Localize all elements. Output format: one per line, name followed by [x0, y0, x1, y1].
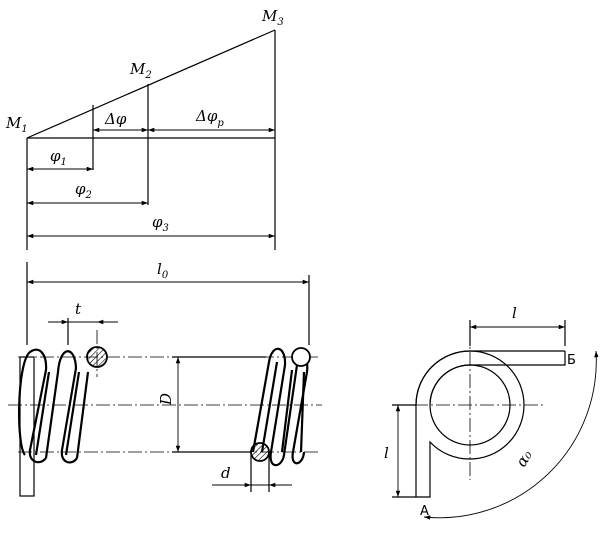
label-m2: M2: [129, 60, 152, 81]
wire-section-right-top: [291, 347, 311, 367]
coil-turn: [44, 350, 78, 464]
label-m1: M1: [5, 114, 28, 135]
wire-section-left: [86, 346, 108, 368]
coil-turn: [291, 352, 309, 465]
label-l0: l0: [157, 260, 169, 281]
outer-arm-top: [415, 350, 565, 406]
torque-line: [26, 29, 276, 139]
coil-turn: [18, 348, 48, 464]
spring-side-view: l0 t D: [8, 260, 322, 497]
coil-inner-edge: [34, 371, 81, 456]
label-wire-diameter: d: [221, 464, 231, 482]
angle-arc: [423, 350, 599, 520]
label-top-arm-length: l: [512, 304, 517, 322]
label-phi2: φ2: [75, 180, 92, 201]
label-angle: α₀: [512, 447, 536, 470]
label-phi3: φ3: [152, 213, 169, 234]
label-pitch: t: [75, 300, 82, 318]
label-delta-phi: Δφ: [104, 110, 127, 128]
label-m3: M3: [261, 7, 284, 28]
label-point-b: Б: [567, 353, 576, 368]
right-coil-group: [250, 347, 311, 467]
label-point-a: A: [420, 504, 429, 519]
coil-turn: [75, 371, 90, 459]
label-side-arm-length: l: [384, 444, 389, 462]
wire-section-right-bottom: [250, 442, 270, 462]
coil-turn: [251, 347, 299, 467]
label-phi1: φ1: [50, 147, 67, 168]
left-coil-group: [18, 346, 108, 464]
torque-diagram: M1 M2 M3 Δφ Δφp φ1 φ2 φ3: [5, 7, 284, 250]
inner-arm-top: [429, 351, 566, 406]
spring-end-view: l l α₀ A Б: [384, 304, 599, 520]
label-delta-phi-p: Δφp: [195, 107, 224, 129]
coil-inner-edge: [260, 361, 306, 453]
label-coil-diameter: D: [157, 393, 175, 406]
